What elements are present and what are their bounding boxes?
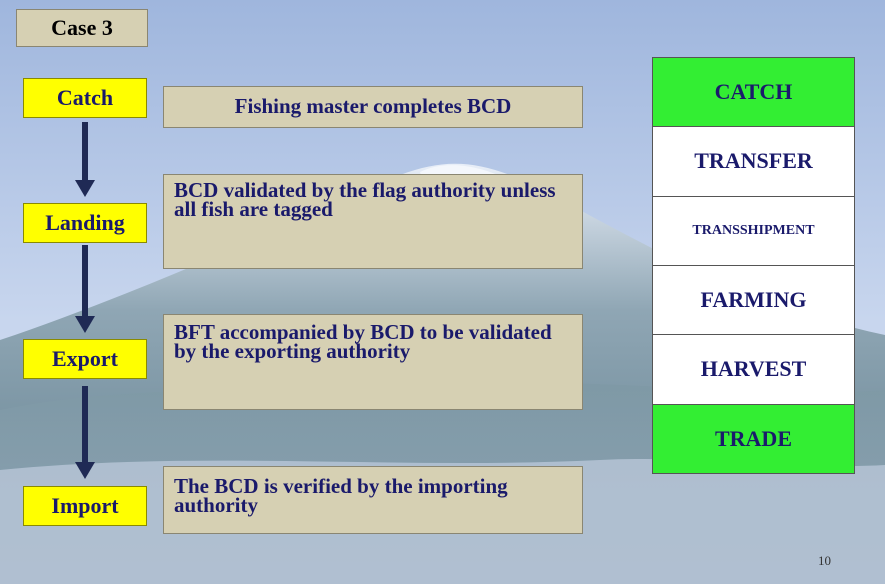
step-landing: Landing xyxy=(23,203,147,243)
description-export: BFT accompanied by BCD to be validated b… xyxy=(163,314,583,410)
step-import: Import xyxy=(23,486,147,526)
step-catch: Catch xyxy=(23,78,147,118)
description-import: The BCD is verified by the importing aut… xyxy=(163,466,583,534)
description-landing: BCD validated by the flag authority unle… xyxy=(163,174,583,269)
stage-transshipment: TRANSSHIPMENT xyxy=(653,196,854,266)
page-number: 10 xyxy=(818,553,831,568)
case-label: Case 3 xyxy=(16,9,148,47)
description-catch: Fishing master completes BCD xyxy=(163,86,583,128)
stage-trade: TRADE xyxy=(653,404,854,473)
stage-harvest: HARVEST xyxy=(653,335,854,405)
stage-transfer: TRANSFER xyxy=(653,127,854,197)
supply-chain-stages: CATCH TRANSFER TRANSSHIPMENT FARMING HAR… xyxy=(652,57,855,474)
step-export: Export xyxy=(23,339,147,379)
stage-catch: CATCH xyxy=(653,58,854,128)
stage-farming: FARMING xyxy=(653,265,854,336)
